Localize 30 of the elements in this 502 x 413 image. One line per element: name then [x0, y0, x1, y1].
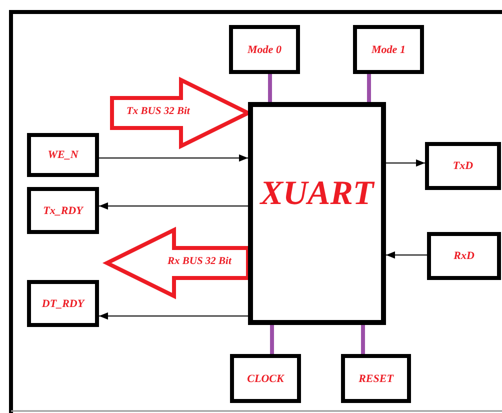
- box-label: RESET: [358, 372, 394, 384]
- module-box: [248, 102, 386, 325]
- arrow: [98, 202, 248, 210]
- box-label: Mode 0: [248, 44, 282, 56]
- box-label: WE_N: [48, 149, 78, 161]
- arrow: [98, 154, 248, 162]
- signal-box: [230, 354, 301, 403]
- signal-box: [341, 354, 411, 403]
- signal-box: [27, 187, 99, 234]
- signal-box: [27, 133, 99, 177]
- signal-box: [427, 232, 501, 280]
- box-label: TxD: [452, 160, 474, 172]
- connector-line: [270, 325, 274, 354]
- block-arrow: [102, 226, 250, 300]
- arrow: [386, 251, 428, 259]
- box-label: Tx_RDY: [43, 204, 83, 216]
- connector-line: [367, 74, 371, 102]
- connector-line: [361, 325, 365, 354]
- box-label: CLOCK: [247, 372, 284, 384]
- signal-box: [229, 25, 300, 74]
- arrow: [98, 312, 248, 320]
- box-label: Mode 1: [372, 44, 406, 56]
- signal-box: [425, 142, 501, 190]
- signal-box: [27, 280, 99, 327]
- connector-line: [268, 74, 272, 102]
- box-label: RxD: [454, 250, 474, 262]
- signal-box: [353, 25, 424, 74]
- box-label: DT_RDY: [42, 298, 84, 310]
- box-label: XUART: [260, 175, 374, 213]
- arrow: [386, 159, 426, 167]
